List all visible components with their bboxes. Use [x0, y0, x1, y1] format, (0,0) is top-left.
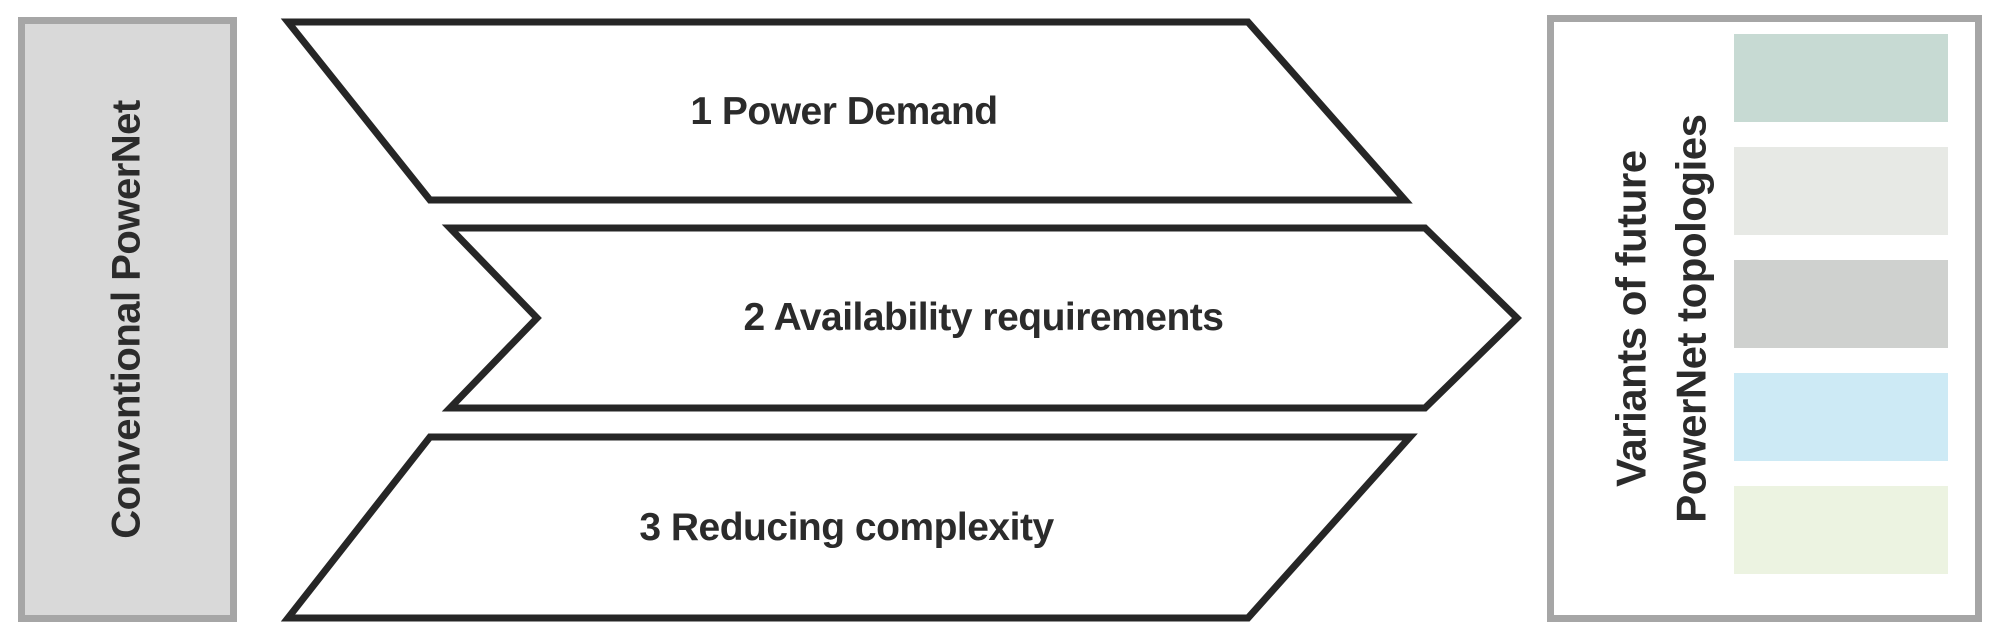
topology-swatch-column [1734, 34, 1948, 574]
arrow-2-availability-shape [441, 224, 1523, 412]
conventional-powernet-label: Conventional PowerNet [105, 100, 150, 539]
topology-swatch-2-fill [1734, 147, 1948, 235]
arrow-1-power-demand-shape [280, 18, 1413, 204]
topology-swatch-3 [1734, 260, 1948, 348]
arrow-3-complexity-shape [280, 433, 1418, 622]
topology-swatch-1 [1734, 34, 1948, 122]
topology-swatch-3-fill [1734, 260, 1948, 348]
topology-swatch-5-fill [1734, 486, 1948, 574]
future-topologies-box: Variants of future PowerNet topologies [1547, 15, 1982, 622]
future-topologies-label-line1: Variants of future [1607, 150, 1655, 487]
future-topologies-label: Variants of future PowerNet topologies [1601, 114, 1720, 522]
topology-swatch-4-fill [1734, 373, 1948, 461]
conventional-powernet-box: Conventional PowerNet [18, 17, 237, 622]
topology-swatch-1-fill [1734, 34, 1948, 122]
topology-swatch-4 [1734, 373, 1948, 461]
topology-swatch-5 [1734, 486, 1948, 574]
future-topologies-label-line2: PowerNet topologies [1667, 114, 1715, 523]
topology-swatch-2 [1734, 147, 1948, 235]
